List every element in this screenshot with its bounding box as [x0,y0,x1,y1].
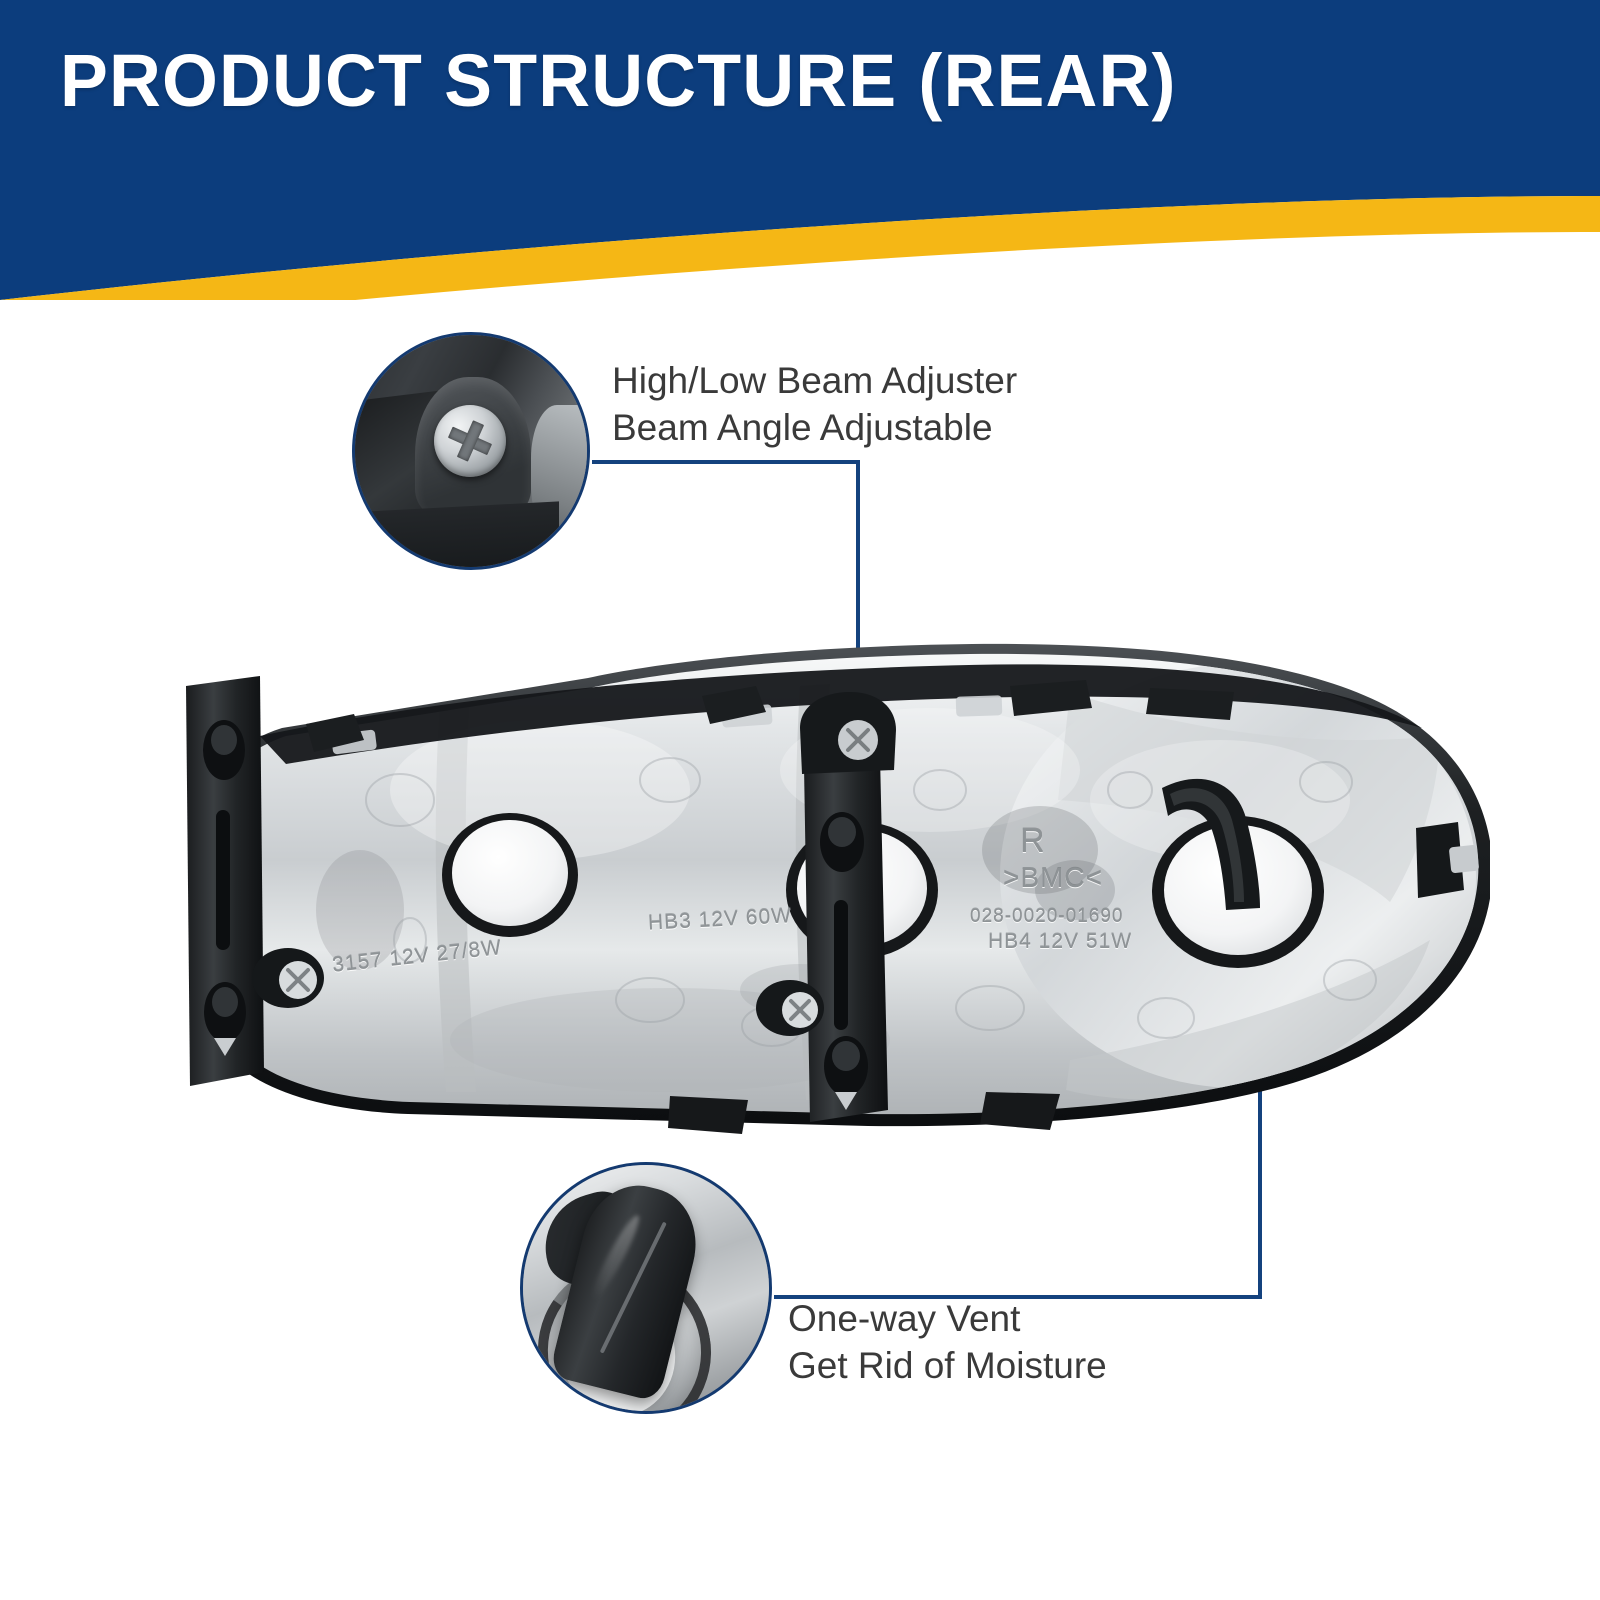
phillips-screw-icon [433,404,506,477]
headlight-rear-photo: 3157 12V 27/8W HB3 12V 60W R >BMC< 028-0… [110,640,1490,1140]
side-clip-right [1416,822,1479,898]
bottom-tabs [668,1092,1060,1134]
emboss-low-beam-bulb: HB4 12V 51W [988,930,1133,953]
beam-adjuster-label: High/Low Beam Adjuster Beam Angle Adjust… [612,358,1017,452]
phillips-cross [447,426,493,455]
vent-tube-highlight [587,1211,645,1303]
page-title: PRODUCT STRUCTURE (REAR) [60,39,1177,122]
header-shape [0,0,1600,300]
emboss-material-code: >BMC< [1003,862,1103,893]
one-way-vent-tube [1162,778,1260,910]
beam-adjuster-zoom-circle [352,332,590,570]
bulb-socket-turn [442,813,578,937]
top-trim-ridge [260,664,1422,764]
beam-adjuster-line1: High/Low Beam Adjuster [612,360,1018,401]
one-way-vent-label: One-way Vent Get Rid of Moisture [788,1296,1107,1390]
header-banner: PRODUCT STRUCTURE (REAR) [0,0,1600,300]
housing-clip-tabs [306,680,1234,752]
one-way-vent-closeup [523,1165,769,1411]
one-way-vent-line2: Get Rid of Moisture [788,1344,1107,1386]
one-way-vent-zoom-circle [520,1162,772,1414]
headlight-illustration [186,643,1490,1134]
screw-lower-shadow [355,501,560,567]
emboss-side-marker: R [1020,822,1045,860]
beam-adjuster-screw-closeup [355,335,587,567]
mounting-bracket-left [186,676,324,1086]
vent-tube-seam [599,1221,667,1353]
mounting-bracket-middle [756,692,896,1122]
beam-adjuster-screw [800,692,896,774]
emboss-part-code: 028-0020-01690 [970,906,1124,927]
beam-adjuster-line2: Beam Angle Adjustable [612,406,993,448]
one-way-vent-line1: One-way Vent [788,1298,1021,1339]
